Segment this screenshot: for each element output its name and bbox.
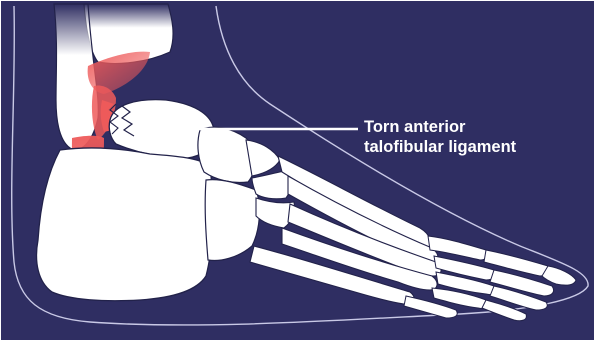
calcaneus-bone [37, 148, 213, 301]
label-line-2: talofibular ligament [364, 137, 516, 157]
torn-ligament-label: Torn anterior talofibular ligament [364, 117, 516, 157]
label-line-1: Torn anterior [364, 117, 516, 137]
